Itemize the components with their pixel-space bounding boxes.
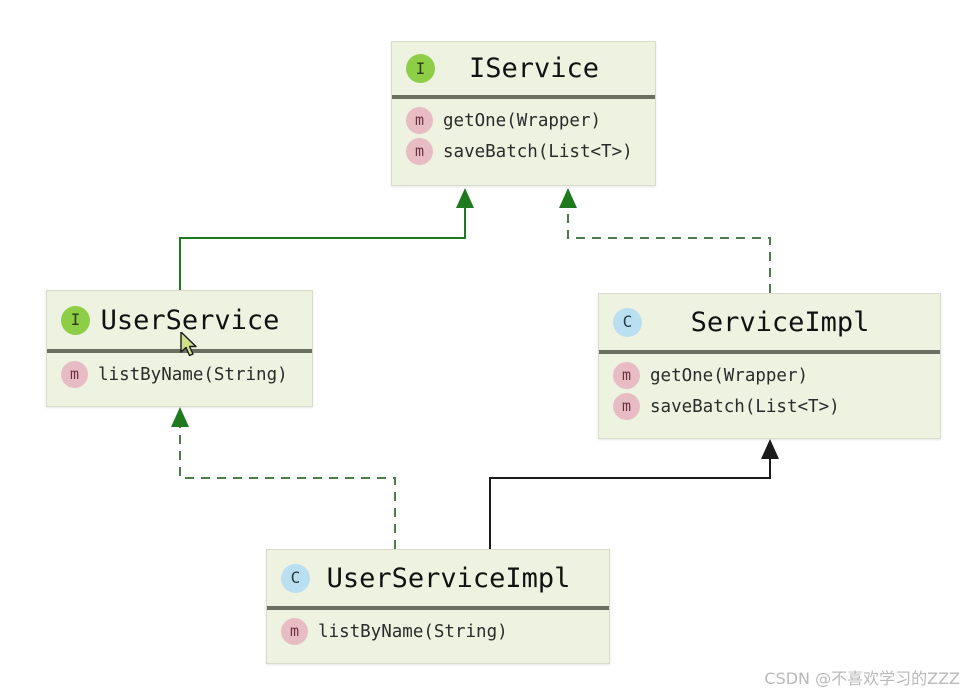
method-icon: m [406, 107, 433, 134]
uml-member-label: getOne(Wrapper) [443, 110, 602, 131]
uml-member-label: listByName(String) [318, 621, 508, 642]
uml-member[interactable]: m listByName(String) [267, 616, 609, 647]
edge-userservice-to-iservice [179, 188, 474, 290]
uml-member[interactable]: m getOne(Wrapper) [599, 360, 940, 391]
uml-member-list: m listByName(String) [47, 353, 312, 408]
method-icon: m [613, 393, 640, 420]
uml-member-label: saveBatch(List<T>) [443, 141, 633, 162]
uml-divider [47, 349, 312, 353]
uml-node-title: UserService [100, 304, 280, 336]
uml-member[interactable]: m listByName(String) [47, 359, 312, 390]
edge-serviceimpl-to-iservice [559, 188, 771, 293]
method-icon: m [613, 362, 640, 389]
uml-divider [267, 606, 609, 610]
method-icon: m [406, 138, 433, 165]
uml-divider [599, 350, 940, 354]
interface-icon: I [61, 305, 90, 335]
uml-divider [392, 95, 655, 99]
method-icon: m [281, 618, 308, 645]
uml-member-list: m getOne(Wrapper) m saveBatch(List<T>) [599, 354, 940, 440]
class-icon: C [613, 307, 642, 337]
uml-node-serviceimpl[interactable]: C ServiceImpl m getOne(Wrapper) m saveBa… [598, 293, 941, 439]
uml-member[interactable]: m getOne(Wrapper) [392, 105, 655, 136]
uml-member-label: saveBatch(List<T>) [650, 396, 840, 417]
uml-node-title: ServiceImpl [690, 306, 870, 338]
uml-member-list: m getOne(Wrapper) m saveBatch(List<T>) [392, 99, 655, 187]
method-icon: m [61, 361, 88, 388]
uml-member[interactable]: m saveBatch(List<T>) [392, 136, 655, 167]
uml-member[interactable]: m saveBatch(List<T>) [599, 391, 940, 422]
uml-member-list: m listByName(String) [267, 610, 609, 665]
uml-node-title: UserServiceImpl [326, 562, 571, 594]
uml-node-iservice[interactable]: I IService m getOne(Wrapper) m saveBatch… [391, 41, 656, 186]
uml-member-label: listByName(String) [98, 364, 288, 385]
edge-userserviceimpl-to-serviceimpl [489, 439, 779, 549]
edge-userserviceimpl-to-userservice [171, 407, 396, 549]
uml-node-header: C ServiceImpl [599, 294, 940, 350]
uml-node-header: C UserServiceImpl [267, 550, 609, 606]
interface-icon: I [406, 54, 435, 83]
watermark-text: CSDN @不喜欢学习的ZZZ [764, 669, 960, 688]
uml-member-label: getOne(Wrapper) [650, 365, 809, 386]
uml-node-title: IService [468, 53, 600, 84]
uml-node-header: I IService [392, 42, 655, 95]
uml-node-header: I UserService [47, 291, 312, 349]
class-icon: C [281, 563, 310, 593]
uml-node-userserviceimpl[interactable]: C UserServiceImpl m listByName(String) [266, 549, 610, 664]
uml-node-userservice[interactable]: I UserService m listByName(String) [46, 290, 313, 407]
